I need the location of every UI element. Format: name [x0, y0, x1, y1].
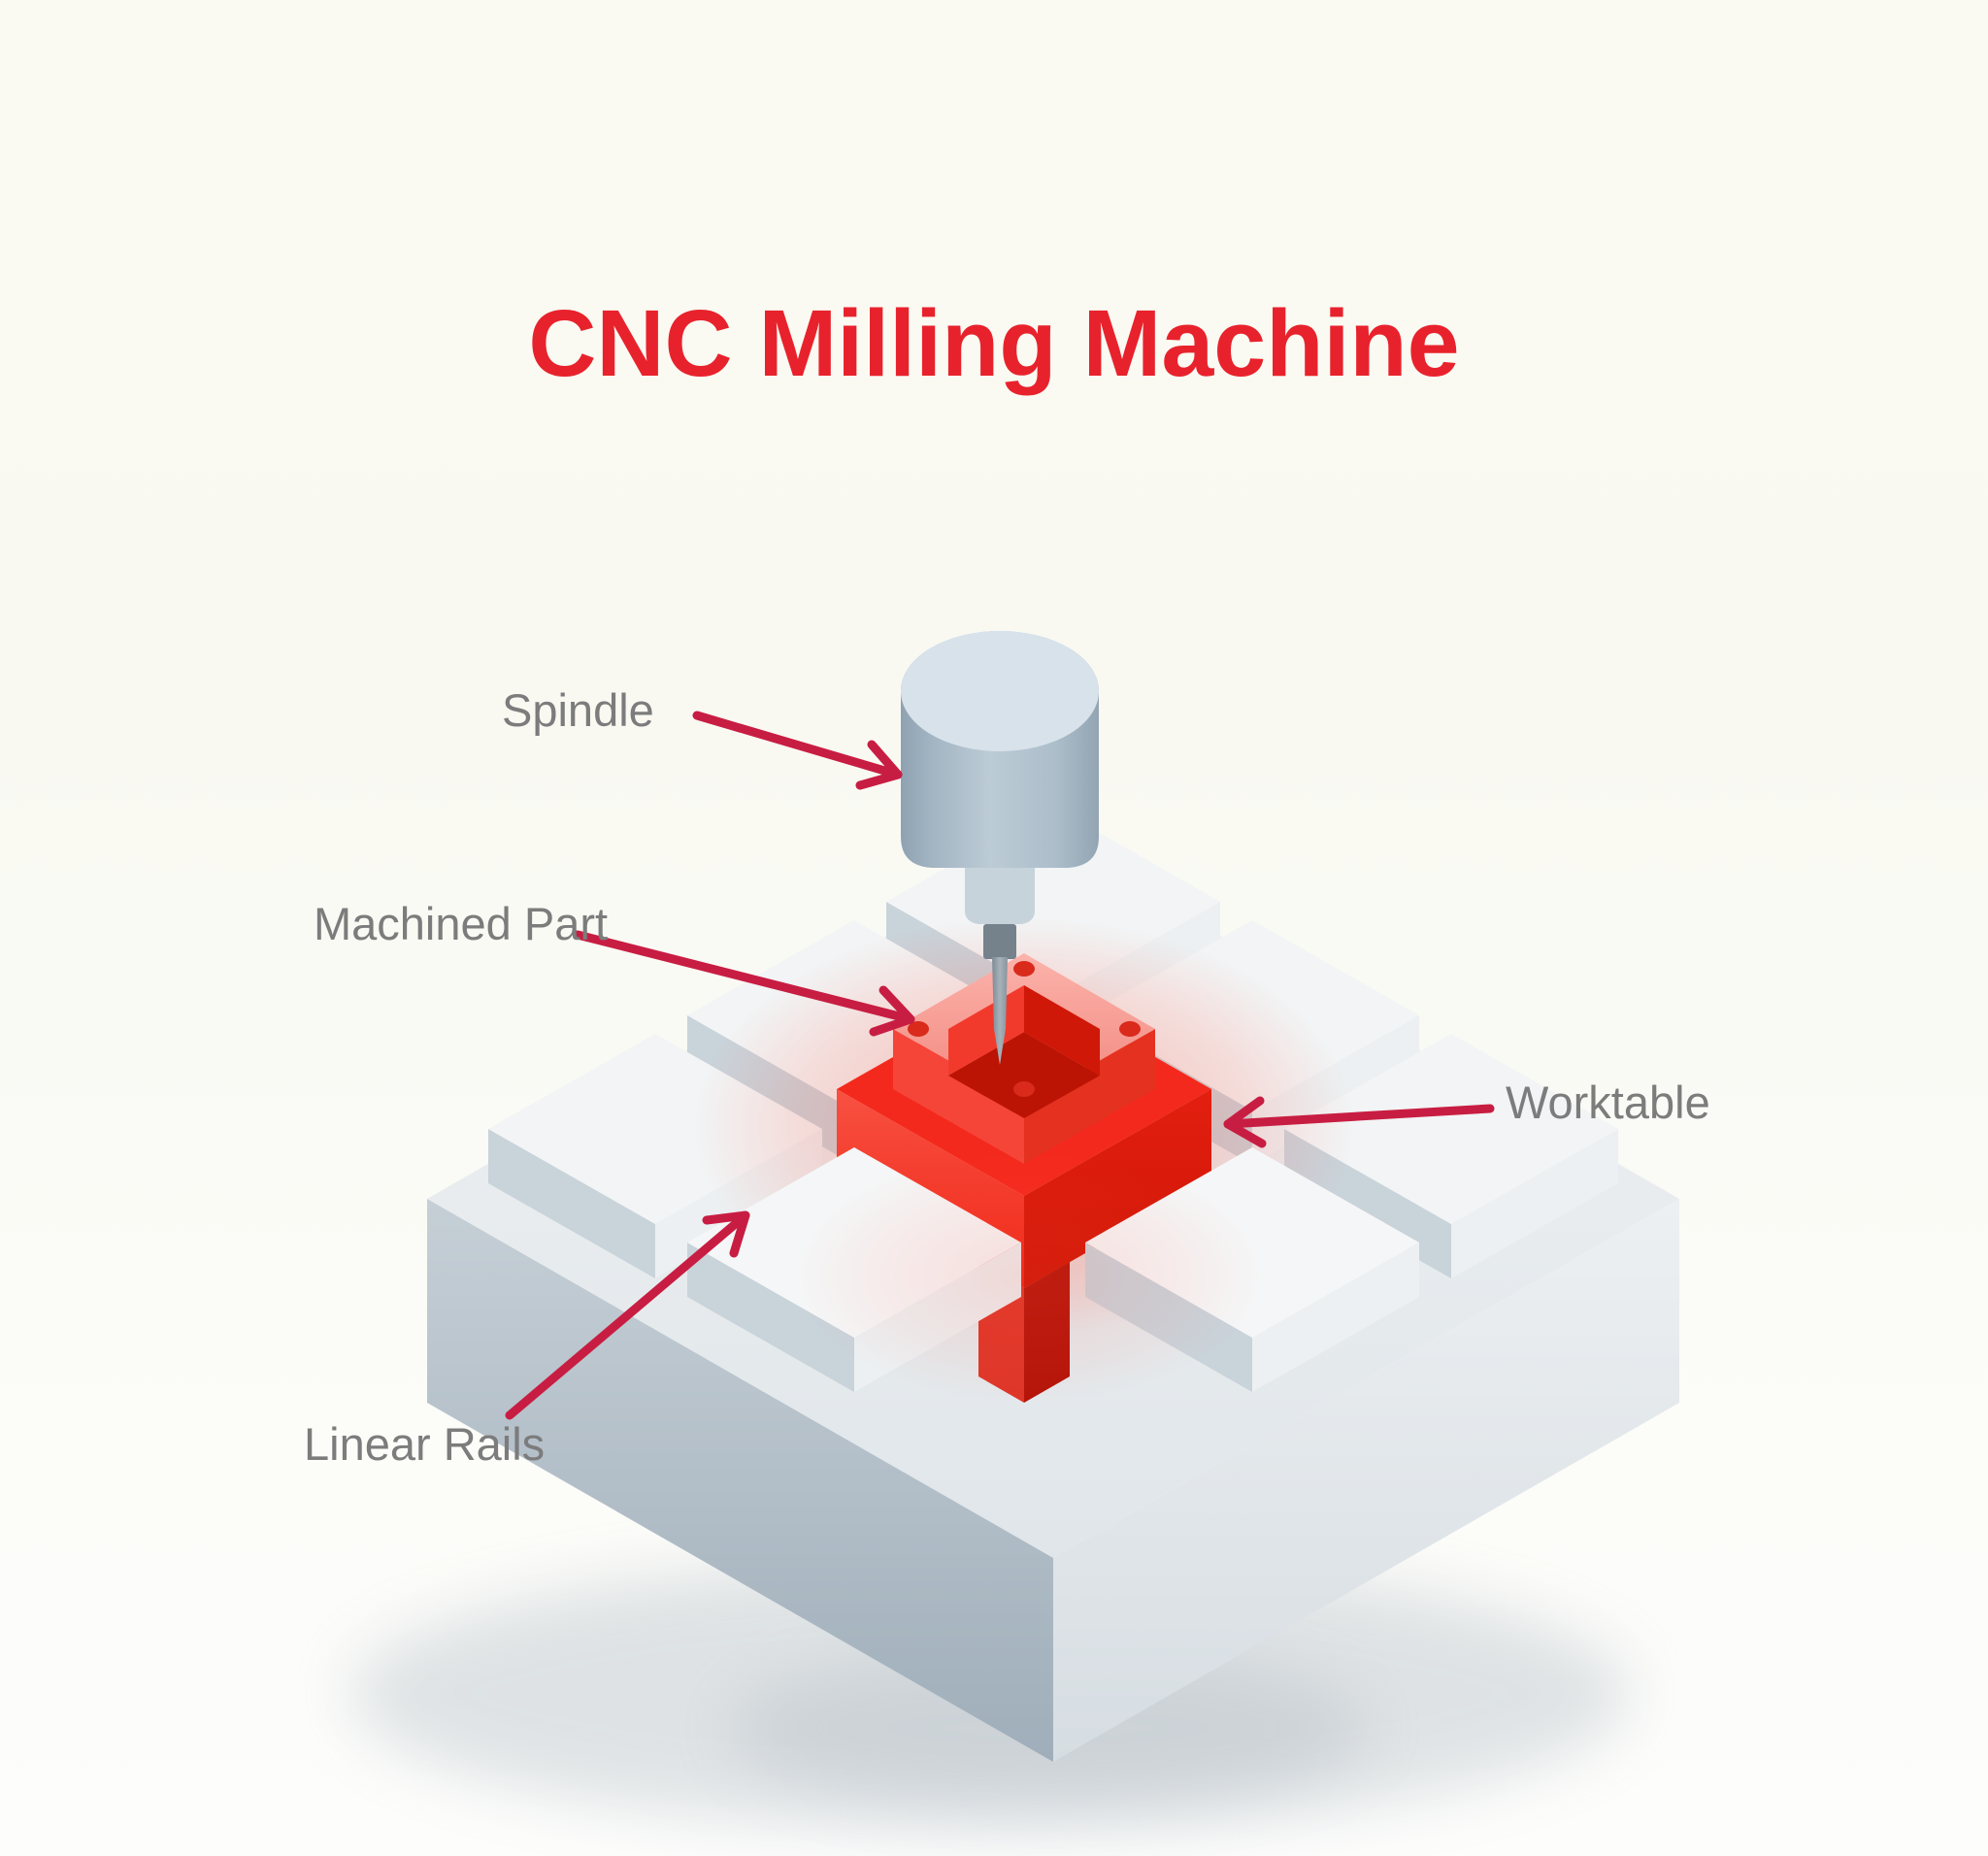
red-glow-front	[796, 1150, 1262, 1403]
spindle-collet	[965, 868, 1035, 924]
part-right-face	[1024, 1029, 1155, 1164]
pocket-floor	[948, 1032, 1100, 1118]
label-spindle: Spindle	[502, 684, 654, 736]
spindle-illustration	[901, 631, 1099, 1065]
spindle-shank	[983, 924, 1016, 959]
part-left-face	[893, 1029, 1024, 1164]
worktable-arrow	[1223, 1096, 1495, 1148]
drill-bit	[992, 957, 1008, 1065]
label-linear-rails: Linear Rails	[304, 1418, 546, 1470]
spindle-arrow	[692, 711, 903, 790]
label-worktable: Worktable	[1506, 1077, 1710, 1128]
machined-part-illustration	[893, 953, 1155, 1164]
machined-part-arrow	[573, 930, 915, 1037]
base-right-face	[1053, 1199, 1679, 1762]
label-machined-part: Machined Part	[314, 898, 609, 949]
bolt-holes	[908, 961, 1141, 1097]
linear-rails-arrow	[505, 1210, 750, 1420]
spindle-cylinder-top	[901, 631, 1099, 751]
annotation-arrows	[505, 711, 1495, 1420]
page-title: CNC Milling Machine	[528, 289, 1460, 396]
base-left-face	[427, 1199, 1053, 1762]
pocket-wall-right	[1024, 985, 1100, 1076]
